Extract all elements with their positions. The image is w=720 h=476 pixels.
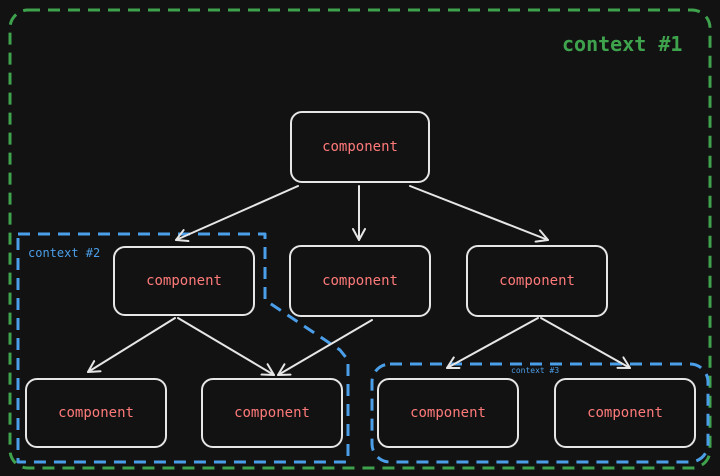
- context-3-boundary: [370, 362, 710, 464]
- context-2-boundary: [16, 232, 350, 464]
- arrows: [87, 185, 631, 376]
- component-node-mid-left: component: [113, 246, 255, 316]
- arrow-mid-right-to-leaf-3: [446, 317, 539, 369]
- component-node-leaf-3: component: [377, 378, 519, 448]
- arrow-root-to-mid-left: [175, 185, 299, 243]
- context-1-label: context #1: [562, 32, 683, 56]
- arrow-mid-right-to-leaf-4: [540, 317, 631, 369]
- component-node-mid-right: component: [466, 245, 608, 317]
- component-node-leaf-1: component: [25, 378, 167, 448]
- arrow-mid-left-to-leaf-2: [177, 317, 275, 376]
- arrow-mid-center-to-leaf-2: [277, 319, 373, 376]
- arrow-mid-left-to-leaf-1: [87, 317, 176, 373]
- component-node-root: component: [290, 111, 430, 183]
- context-3-label: context #3: [511, 366, 560, 375]
- context-1-boundary: [8, 8, 712, 470]
- component-node-leaf-4: component: [554, 378, 696, 448]
- component-node-leaf-2: component: [201, 378, 343, 448]
- context-2-label: context #2: [28, 246, 101, 260]
- component-node-mid-center: component: [289, 245, 431, 317]
- arrow-root-to-mid-right: [409, 185, 549, 243]
